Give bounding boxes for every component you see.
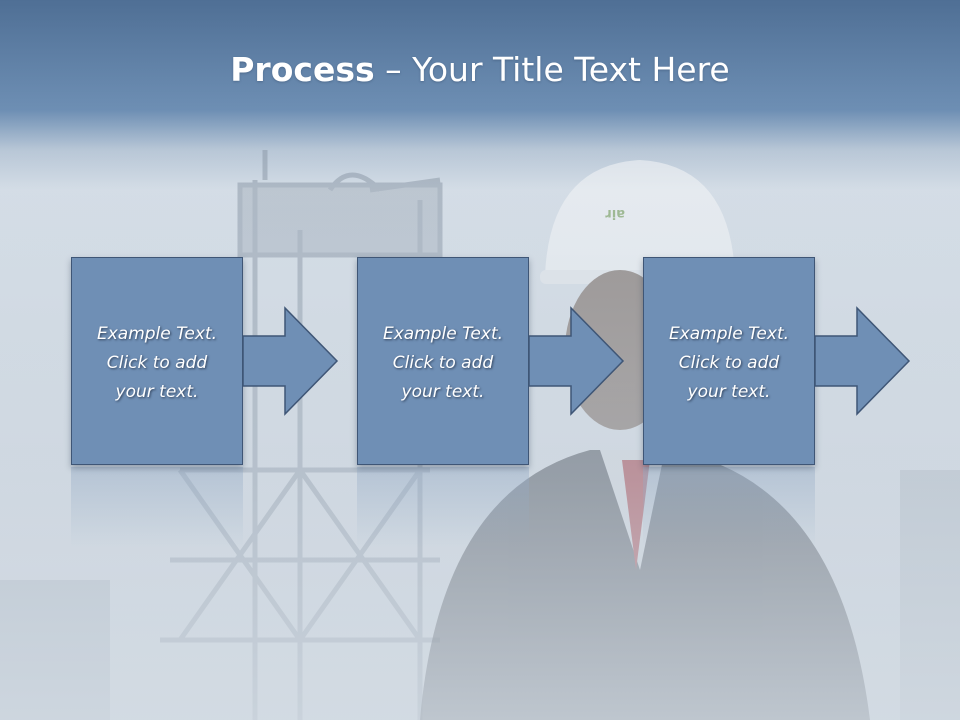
step-1-line-2: Click to add — [106, 352, 208, 373]
step-2-line-2: Click to add — [392, 352, 494, 373]
title-rest: – Your Title Text Here — [374, 50, 730, 89]
title-bold: Process — [230, 50, 375, 89]
step-3-line-2: Click to add — [678, 352, 780, 373]
step-3-arrow-icon — [814, 306, 911, 416]
step-2-reflection — [357, 467, 529, 547]
step-1-arrow-icon — [242, 306, 339, 416]
step-1-text: Example Text. Click to add your text. — [97, 320, 217, 407]
step-3-box[interactable]: Example Text. Click to add your text. — [643, 257, 815, 465]
step-3-line-1: Example Text. — [668, 323, 790, 344]
step-3-line-3: your text. — [687, 381, 771, 402]
step-2-text: Example Text. Click to add your text. — [383, 320, 503, 407]
step-1-line-1: Example Text. — [96, 323, 218, 344]
step-2-arrow-icon — [528, 306, 625, 416]
step-1-box[interactable]: Example Text. Click to add your text. — [71, 257, 243, 465]
step-2-box[interactable]: Example Text. Click to add your text. — [357, 257, 529, 465]
step-3-text: Example Text. Click to add your text. — [669, 320, 789, 407]
step-1-line-3: your text. — [115, 381, 199, 402]
step-2-line-1: Example Text. — [382, 323, 504, 344]
step-2-line-3: your text. — [401, 381, 485, 402]
step-3-reflection — [643, 467, 815, 547]
slide-title[interactable]: Process – Your Title Text Here — [0, 50, 960, 89]
step-1-reflection — [71, 467, 243, 547]
